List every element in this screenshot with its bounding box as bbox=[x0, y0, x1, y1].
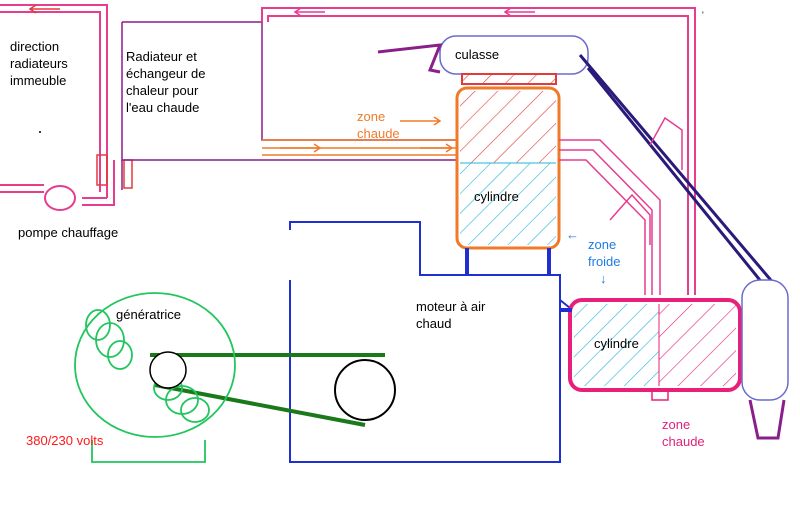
label-hot-zone-bottom: zone chaude bbox=[662, 417, 705, 449]
flow-arrow-top-left bbox=[28, 4, 60, 14]
label-voltage: 380/230 volts bbox=[26, 433, 104, 448]
flywheel bbox=[334, 359, 396, 421]
generator bbox=[74, 292, 236, 463]
right-tank bbox=[741, 279, 789, 440]
label-top-cylinder: cylindre bbox=[474, 189, 519, 204]
label-pump: pompe chauffage bbox=[18, 225, 119, 240]
label-direction: direction radiateurs immeuble bbox=[10, 39, 68, 88]
label-cold-zone: zone froide bbox=[588, 237, 621, 269]
connecting-rods bbox=[578, 54, 777, 291]
stray-mark: ' bbox=[702, 10, 704, 20]
air-engine-block bbox=[289, 221, 576, 463]
label-culasse: culasse bbox=[455, 47, 500, 62]
exchanger-shape-right bbox=[609, 116, 683, 245]
label-right-cylinder: cylindre bbox=[594, 336, 639, 351]
label-generator: génératrice bbox=[116, 307, 182, 322]
label-radiator-exchanger: Radiateur et échangeur de chaleur pour l… bbox=[126, 49, 206, 115]
cold-zone-arrow-left: ← bbox=[566, 227, 579, 242]
pump bbox=[44, 185, 76, 211]
cold-zone-arrow-down: ↓ bbox=[600, 271, 607, 286]
drive-belt bbox=[150, 353, 385, 427]
label-air-engine: moteur à air chaud bbox=[416, 299, 486, 331]
right-cold-pipes bbox=[559, 139, 661, 295]
top-cylinder bbox=[455, 86, 561, 250]
culasse bbox=[377, 35, 589, 85]
right-cylinder bbox=[568, 298, 742, 401]
generator-pulley bbox=[149, 351, 187, 389]
flow-arrows-top bbox=[293, 7, 535, 17]
cylinder-legs bbox=[465, 248, 551, 275]
label-hot-zone-top: zone chaude bbox=[357, 109, 400, 141]
dot-mark bbox=[39, 131, 41, 133]
top-return-pipe bbox=[261, 7, 696, 295]
flow-arrows-orange bbox=[280, 116, 454, 153]
